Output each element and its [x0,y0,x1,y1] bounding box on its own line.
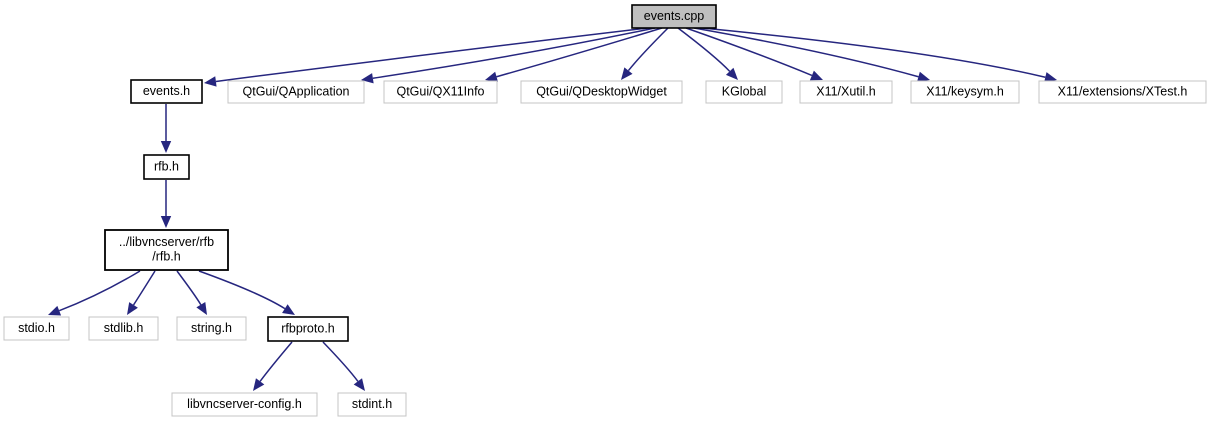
arrowhead-icon [809,70,823,81]
edges-layer [48,27,1057,391]
edge-rfb_h-to-libvnc_rfb [160,180,172,228]
node-box-libvnc_rfb[interactable] [104,229,229,271]
arrowhead-icon [725,67,738,80]
arrowhead-icon [353,378,365,391]
edge-libvnc_rfb-to-rfbproto [198,270,295,315]
arrowhead-icon [917,71,930,82]
arrowhead-icon [1044,72,1057,83]
edge-libvnc_rfb-to-stdio [48,270,141,316]
edge-events_cpp-to-qdesktopwidget [621,27,669,80]
node-box-qx11info[interactable] [383,80,498,104]
node-box-qdesktopwidget[interactable] [520,80,683,104]
edge-rfbproto-to-libvnc_config [253,341,293,391]
node-box-string[interactable] [176,316,247,341]
node-box-xtest[interactable] [1038,80,1207,104]
node-box-events_h[interactable] [130,79,203,104]
arrowhead-icon [204,76,217,87]
node-kglobal[interactable]: KGlobalKGlobal [705,80,783,104]
node-box-kglobal[interactable] [705,80,783,104]
edge-libvnc_rfb-to-stdlib [127,270,156,315]
edge-rfbproto-to-stdint [322,341,365,391]
arrowhead-icon [485,71,498,82]
node-box-rfb_h[interactable] [143,154,190,180]
edge-events_cpp-to-keysym [693,27,930,82]
node-box-keysym[interactable] [910,80,1020,104]
edge-events_cpp-to-qapplication [361,27,656,84]
arrowhead-icon [253,378,265,391]
arrowhead-icon [196,302,207,315]
edge-events_cpp-to-kglobal [677,27,738,80]
node-box-libvnc_config[interactable] [171,392,318,417]
edge-events_cpp-to-qx11info [485,27,663,82]
node-box-rfbproto[interactable] [267,316,349,342]
arrowhead-icon [48,305,62,316]
node-box-xutil[interactable] [799,80,893,104]
node-qdesktopwidget[interactable]: QtGui/QDesktopWidgetQtGui/QDesktopWidget [520,80,683,104]
node-box-stdlib[interactable] [88,316,159,341]
edge-events_cpp-to-events_h [204,27,649,87]
node-box-events_cpp[interactable] [631,4,717,29]
node-box-stdio[interactable] [3,316,70,341]
edge-libvnc_rfb-to-string [176,270,207,315]
node-libvnc_rfb[interactable]: ../libvncserver/rfb/rfb.h../libvncserver… [104,229,229,271]
edge-events_cpp-to-xutil [685,27,823,81]
edge-events_cpp-to-xtest [701,27,1057,83]
node-events_h[interactable]: events.hevents.h [130,79,203,104]
edge-events_h-to-rfb_h [160,104,172,153]
arrowhead-icon [160,141,172,153]
node-box-stdint[interactable] [337,392,407,417]
arrowhead-icon [127,302,138,315]
arrowhead-icon [621,67,633,80]
node-box-qapplication[interactable] [227,80,365,104]
node-xtest[interactable]: X11/extensions/XTest.hX11/extensions/XTe… [1038,80,1207,104]
arrowhead-icon [282,304,295,315]
arrowhead-icon [160,216,172,228]
node-libvnc_config[interactable]: libvncserver-config.hlibvncserver-config… [171,392,318,417]
